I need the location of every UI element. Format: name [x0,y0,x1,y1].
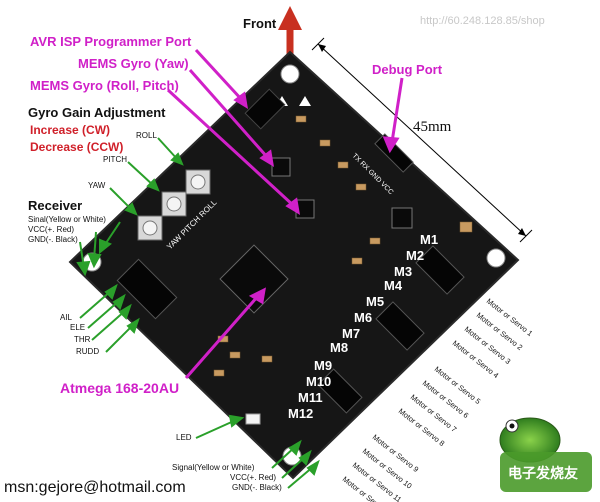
motor-label-9: Motor or Servo 9 [371,432,421,473]
bottom-vcc: VCC(+. Red) [230,473,276,482]
label-m9: M9 [314,358,332,373]
mount-hole-top [281,65,299,83]
label-pitch: PITCH [103,155,127,164]
label-yaw: YAW [88,181,106,190]
label-m6: M6 [354,310,372,325]
label-m7: M7 [342,326,360,341]
label-m2: M2 [406,248,424,263]
gyro-decrease: Decrease (CCW) [30,140,123,154]
callout-debug-port: Debug Port [372,62,443,77]
led-component [246,414,260,424]
label-thr: THR [74,335,91,344]
receiver-title: Receiver [28,198,82,213]
label-rudd: RUDD [76,347,99,356]
label-m3: M3 [394,264,412,279]
callout-mems-roll-pitch: MEMS Gyro (Roll, Pitch) [30,78,179,93]
receiver-signal: Sinal(Yellow or White) [28,215,106,224]
dimension-label: 45mm [413,119,452,135]
motor-label-1: Motor or Servo 1 [485,296,535,337]
gyro-gain-title: Gyro Gain Adjustment [28,105,166,120]
receiver-vcc: VCC(+. Red) [28,225,74,234]
shop-url: http://60.248.128.85/shop [420,15,545,27]
bottom-gnd: GND(-. Black) [232,483,282,492]
callout-mems-yaw: MEMS Gyro (Yaw) [78,56,189,71]
callout-avr-isp: AVR ISP Programmer Port [30,34,192,49]
label-m10: M10 [306,374,331,389]
label-led: LED [176,433,192,442]
gyro-yaw-chip [272,158,290,176]
label-ele: ELE [70,323,85,332]
label-ail: AIL [60,313,73,322]
front-label: Front [243,16,277,31]
mount-hole-right [487,249,505,267]
callout-atmega: Atmega 168-20AU [60,380,179,396]
label-roll: ROLL [136,131,157,140]
gyro-increase: Increase (CW) [30,123,110,137]
label-m1: M1 [420,232,438,247]
receiver-gnd: GND(-. Black) [28,235,78,244]
motor-label-11: Motor or Servo 11 [351,460,403,502]
bottom-signal: Signal(Yellow or White) [172,463,255,472]
label-m11: M11 [298,390,323,405]
label-m12: M12 [288,406,313,421]
label-m4: M4 [384,278,403,293]
label-m8: M8 [330,340,348,355]
watermark-text: 电子发烧友 [508,465,578,482]
regulator-chip [392,208,412,228]
footer-email: msn:gejore@hotmail.com [4,479,186,496]
label-m5: M5 [366,294,384,309]
